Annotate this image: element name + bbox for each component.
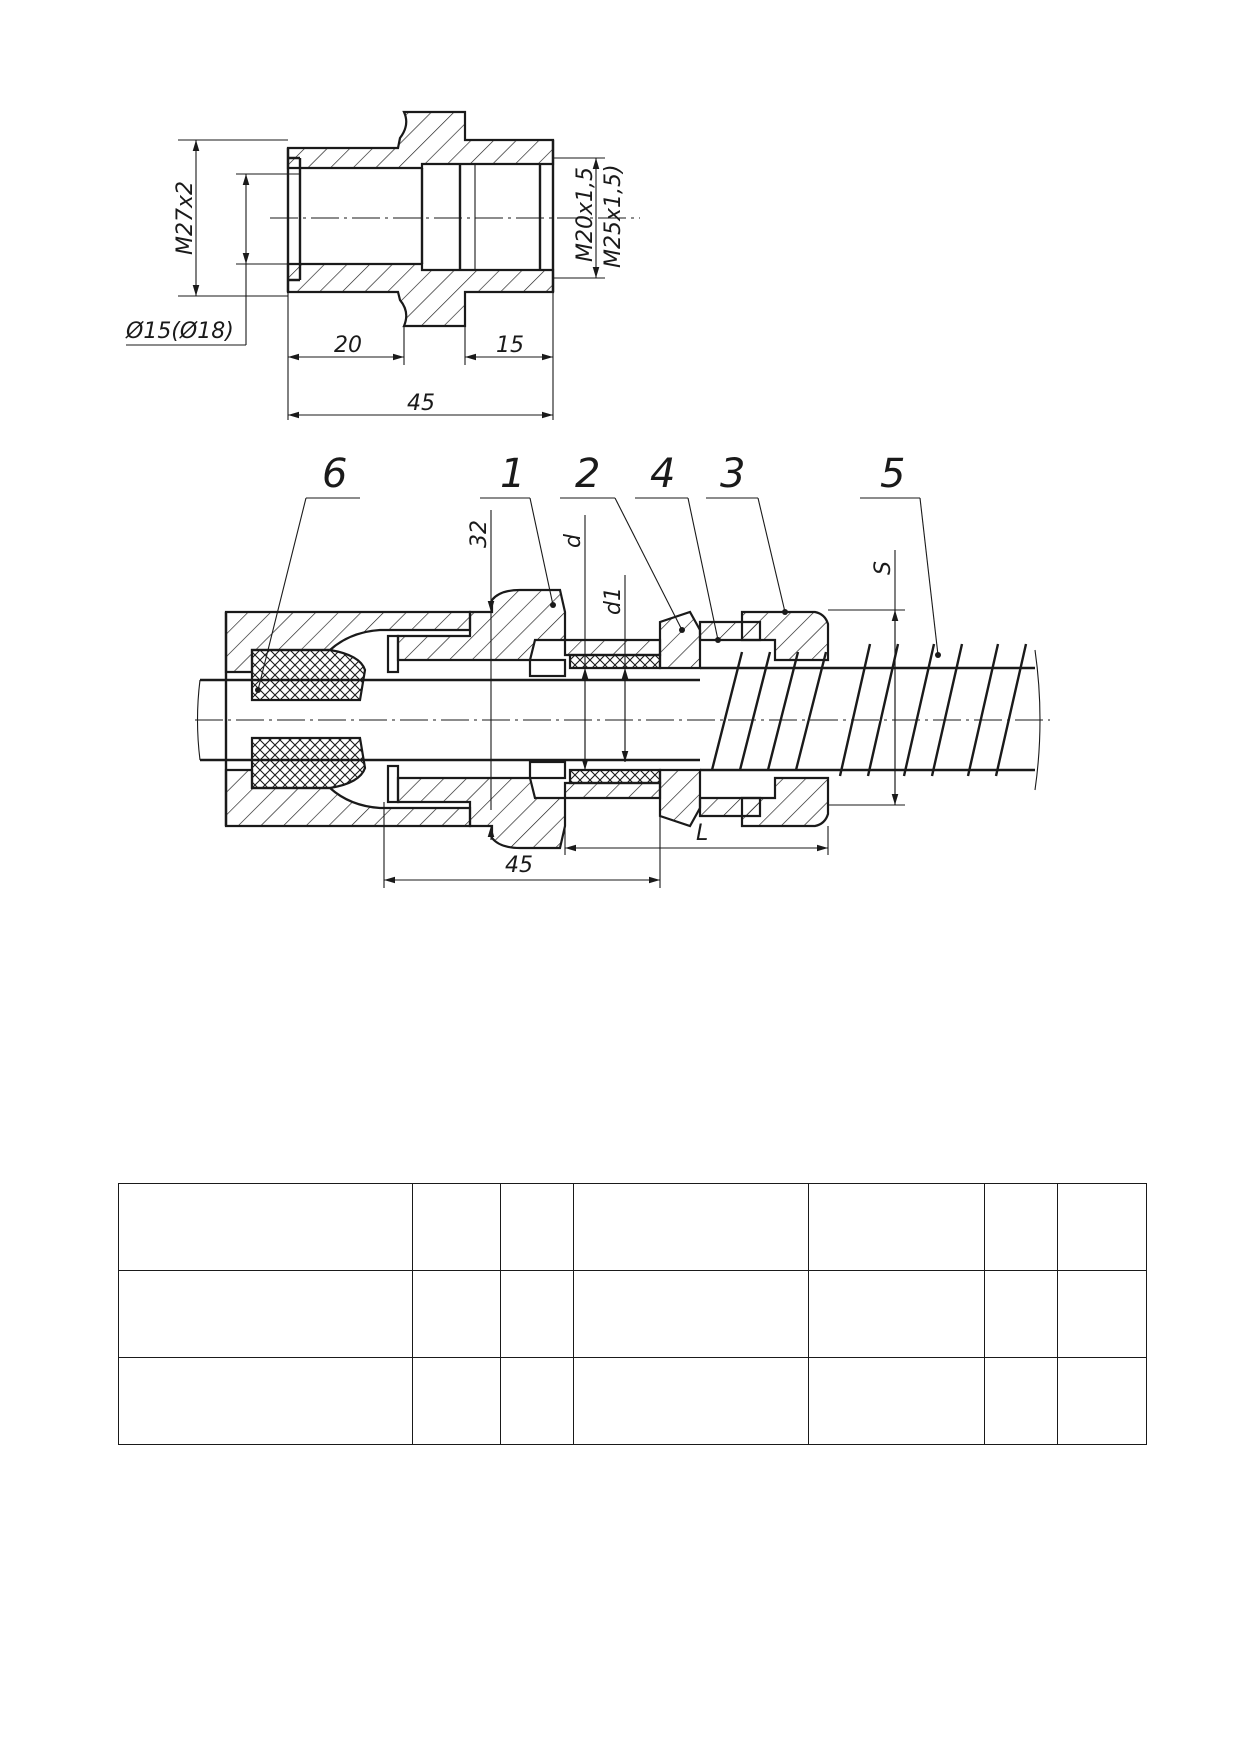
position-label-1: 1	[500, 451, 525, 497]
table-cell	[808, 1183, 985, 1271]
table-row	[118, 1183, 1147, 1271]
table-cell	[1057, 1270, 1147, 1358]
table-cell	[573, 1357, 809, 1445]
table-cell	[573, 1183, 809, 1271]
assembly-section-view: 6 1 2 4 3 5 32 d d1 S L 45	[195, 451, 1050, 888]
dim-d-label: d	[561, 533, 586, 548]
table-row	[118, 1270, 1147, 1358]
dim-total-length: 45	[407, 391, 435, 416]
table-cell	[984, 1270, 1058, 1358]
table-cell	[573, 1270, 809, 1358]
fitting-section-view: M27x2 Ø15(Ø18) M20x1,5 M25x1,5) 20 15 45	[125, 110, 640, 420]
table-cell	[808, 1357, 985, 1445]
thread-outer-label: M27x2	[173, 181, 198, 255]
table-cell	[500, 1270, 574, 1358]
thread-inner-alt-label: M25x1,5)	[601, 164, 626, 268]
table-cell	[500, 1357, 574, 1445]
table-cell	[412, 1270, 501, 1358]
thread-inner-label: M20x1,5	[573, 167, 598, 262]
position-label-2: 2	[575, 451, 600, 497]
table-cell	[1057, 1183, 1147, 1271]
table-row	[118, 1357, 1147, 1445]
table-cell	[412, 1357, 501, 1445]
specification-table	[118, 1183, 1147, 1445]
table-cell	[118, 1357, 413, 1445]
table-cell	[412, 1183, 501, 1271]
dim-45-label: 45	[505, 853, 533, 878]
dim-left-length: 20	[334, 333, 362, 358]
position-label-6: 6	[322, 451, 347, 497]
table-cell	[984, 1357, 1058, 1445]
bore-diameter-label: Ø15(Ø18)	[125, 319, 234, 344]
hose-spiral	[710, 643, 1041, 791]
dim-S-label: S	[871, 561, 896, 575]
dim-right-length: 15	[496, 333, 524, 358]
table-cell	[118, 1183, 413, 1271]
position-label-4: 4	[650, 451, 675, 497]
table-cell	[808, 1270, 985, 1358]
position-label-5: 5	[880, 451, 905, 497]
position-label-3: 3	[720, 451, 745, 497]
table-cell	[1057, 1357, 1147, 1445]
dim-L-label: L	[696, 821, 708, 846]
table-cell	[984, 1183, 1058, 1271]
table-cell	[118, 1270, 413, 1358]
dim-d1-label: d1	[601, 587, 626, 615]
dim-32-label: 32	[467, 520, 492, 548]
table-cell	[500, 1183, 574, 1271]
